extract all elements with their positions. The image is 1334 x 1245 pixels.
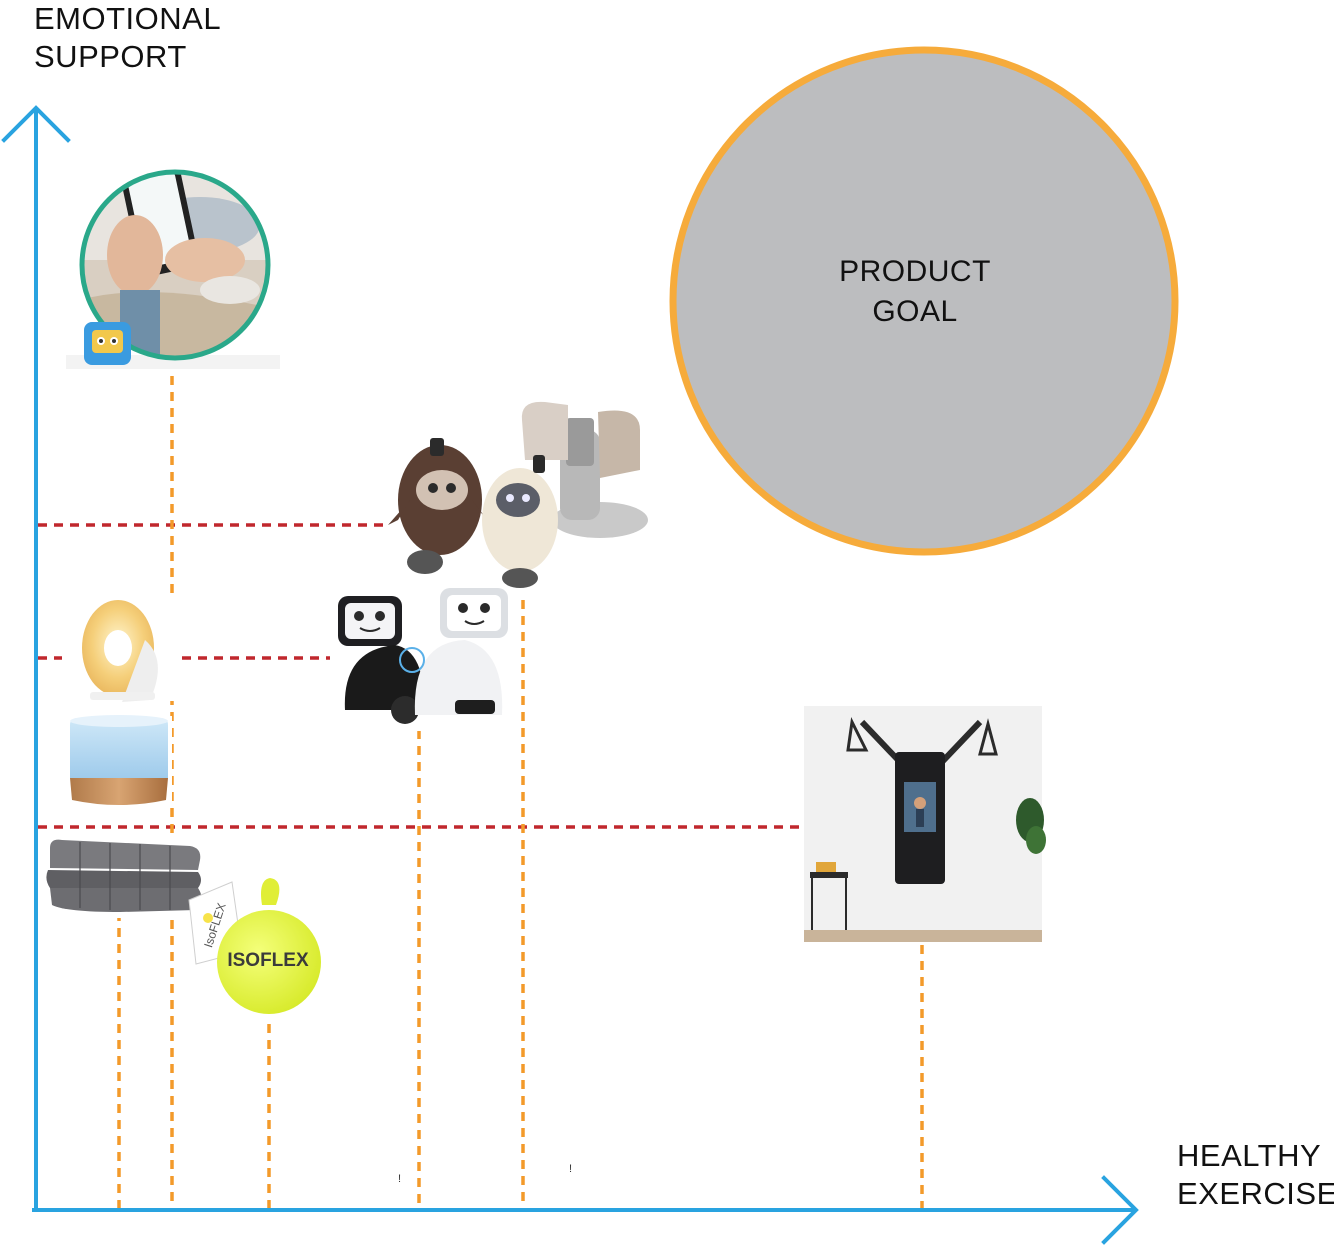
x-axis-arrowhead	[1101, 1175, 1139, 1245]
y-axis-arrowhead	[1, 105, 71, 143]
chatbot-logo-icon	[84, 322, 131, 365]
x-axis-label-line1: HEALTHY	[1177, 1138, 1322, 1173]
x-axis-label-line2: EXERCISE	[1177, 1176, 1334, 1211]
product-goal-label: PRODUCT GOAL	[760, 252, 1070, 332]
pet-robots-image	[388, 400, 648, 598]
stray-mark: !	[569, 1163, 573, 1175]
chatbot-app-image	[66, 169, 280, 369]
aroma-diffuser-image	[62, 715, 172, 808]
stray-mark: !	[398, 1173, 402, 1185]
wall-gym-image	[804, 706, 1046, 942]
product-goal-label-line1: PRODUCT	[839, 255, 991, 288]
isoflex-ball-image: IsoFLEX ISOFLEX	[188, 878, 321, 1014]
y-axis-label-line2: SUPPORT	[34, 39, 187, 74]
axes	[1, 105, 1139, 1245]
companion-robots-image	[330, 585, 508, 731]
x-axis-label: HEALTHY EXERCISE	[1177, 1137, 1334, 1213]
y-axis-label: EMOTIONAL SUPPORT	[34, 0, 221, 76]
product-goal-label-line2: GOAL	[872, 295, 958, 328]
y-axis-label-line1: EMOTIONAL	[34, 1, 222, 36]
product-goal-circle	[669, 46, 1179, 556]
isoflex-ball-text: ISOFLEX	[227, 950, 309, 971]
sunrise-lamp-image	[62, 593, 180, 702]
